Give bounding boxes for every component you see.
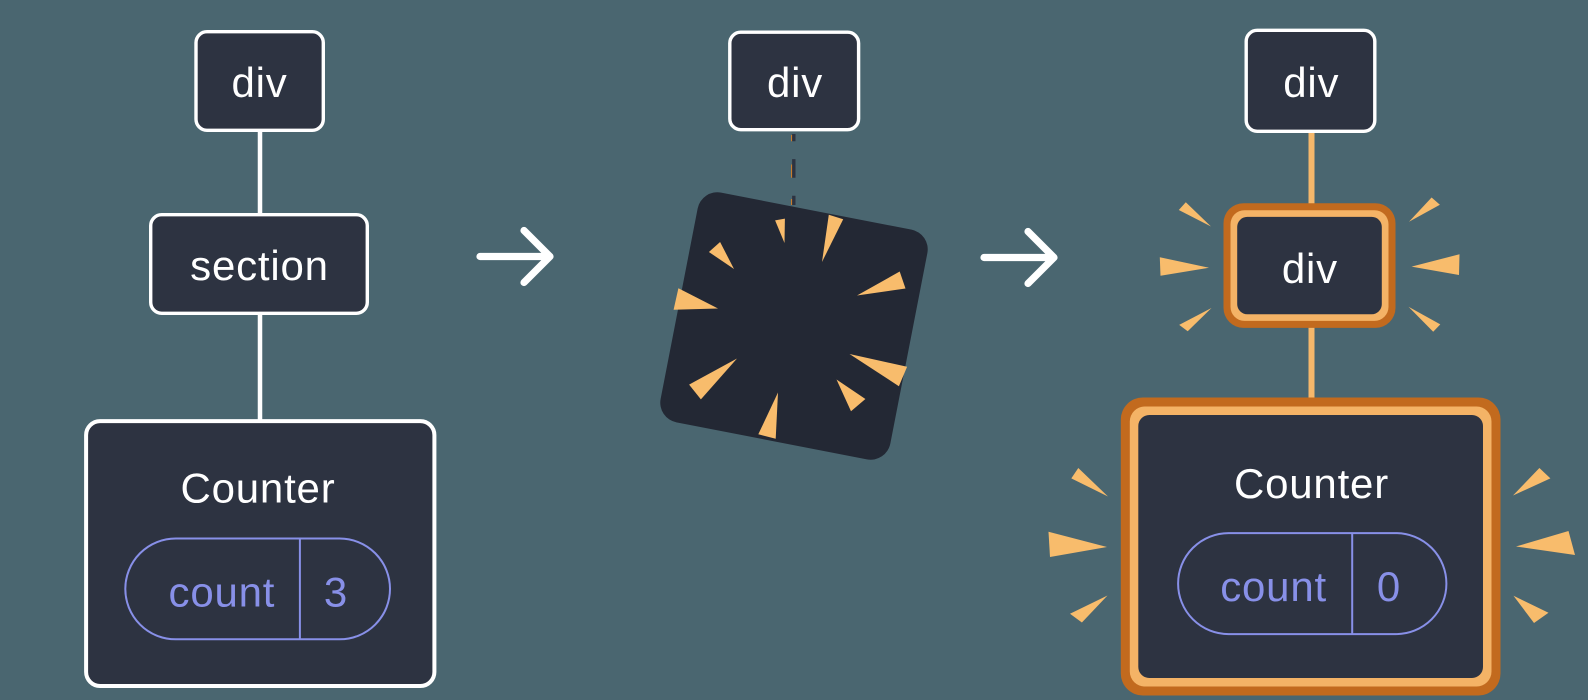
svg-text:Counter: Counter [180,465,335,512]
svg-text:div: div [767,59,823,106]
svg-text:div: div [1282,245,1338,292]
svg-text:div: div [1283,59,1339,106]
svg-text:section: section [190,242,329,289]
svg-text:0: 0 [1377,563,1401,610]
svg-text:3: 3 [324,568,348,615]
svg-text:Counter: Counter [1234,460,1389,507]
svg-text:div: div [231,59,287,106]
svg-text:count: count [169,568,276,615]
svg-text:count: count [1220,563,1327,610]
